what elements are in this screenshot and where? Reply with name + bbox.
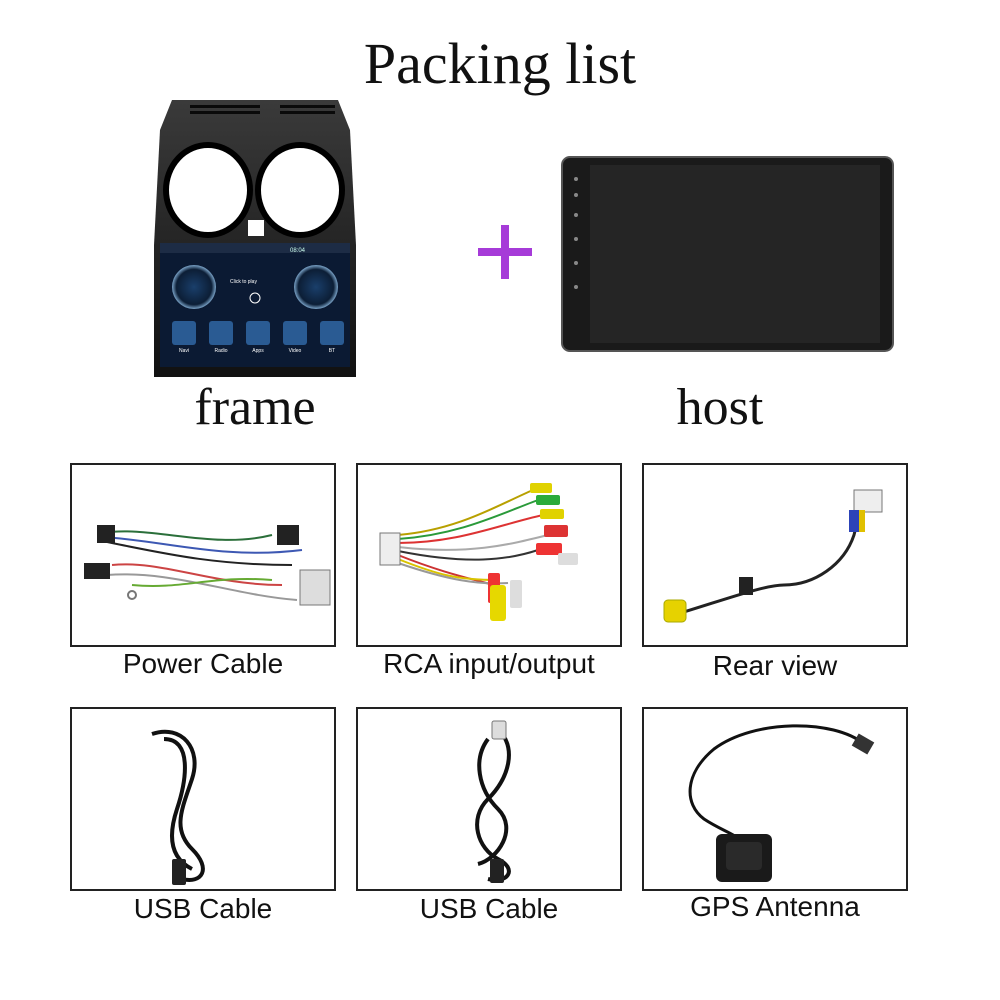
gps-antenna-box (642, 707, 908, 891)
usb-cable-box-2 (356, 707, 622, 891)
host-caption: host (676, 379, 764, 436)
rca-cable-label: RCA input/output (383, 648, 595, 679)
page-title: Packing list (363, 31, 637, 96)
power-cable-label: Power Cable (122, 648, 284, 679)
app-label: Navi (179, 348, 189, 354)
app-label: Radio (214, 348, 227, 354)
plus-icon (478, 225, 532, 279)
power-cable-box (70, 463, 336, 647)
usb-cable-label-2: USB Cable (419, 893, 559, 924)
host-image (560, 155, 895, 353)
screen-prompt: Click to play (230, 279, 257, 285)
screen-time: 08:04 (290, 248, 306, 254)
app-label: Video (289, 348, 302, 354)
app-label: Apps (252, 348, 264, 354)
usb-cable-label-1: USB Cable (133, 893, 273, 924)
frame-caption: frame (194, 379, 316, 436)
rear-view-box (642, 463, 908, 647)
frame-image: 08:04 Click to play Navi Radio Apps Vide… (150, 95, 360, 385)
rca-cable-box (356, 463, 622, 647)
gps-antenna-label: GPS Antenna (690, 891, 860, 922)
rear-view-label: Rear view (712, 650, 838, 681)
app-label: BT (329, 348, 335, 354)
usb-cable-box-1 (70, 707, 336, 891)
